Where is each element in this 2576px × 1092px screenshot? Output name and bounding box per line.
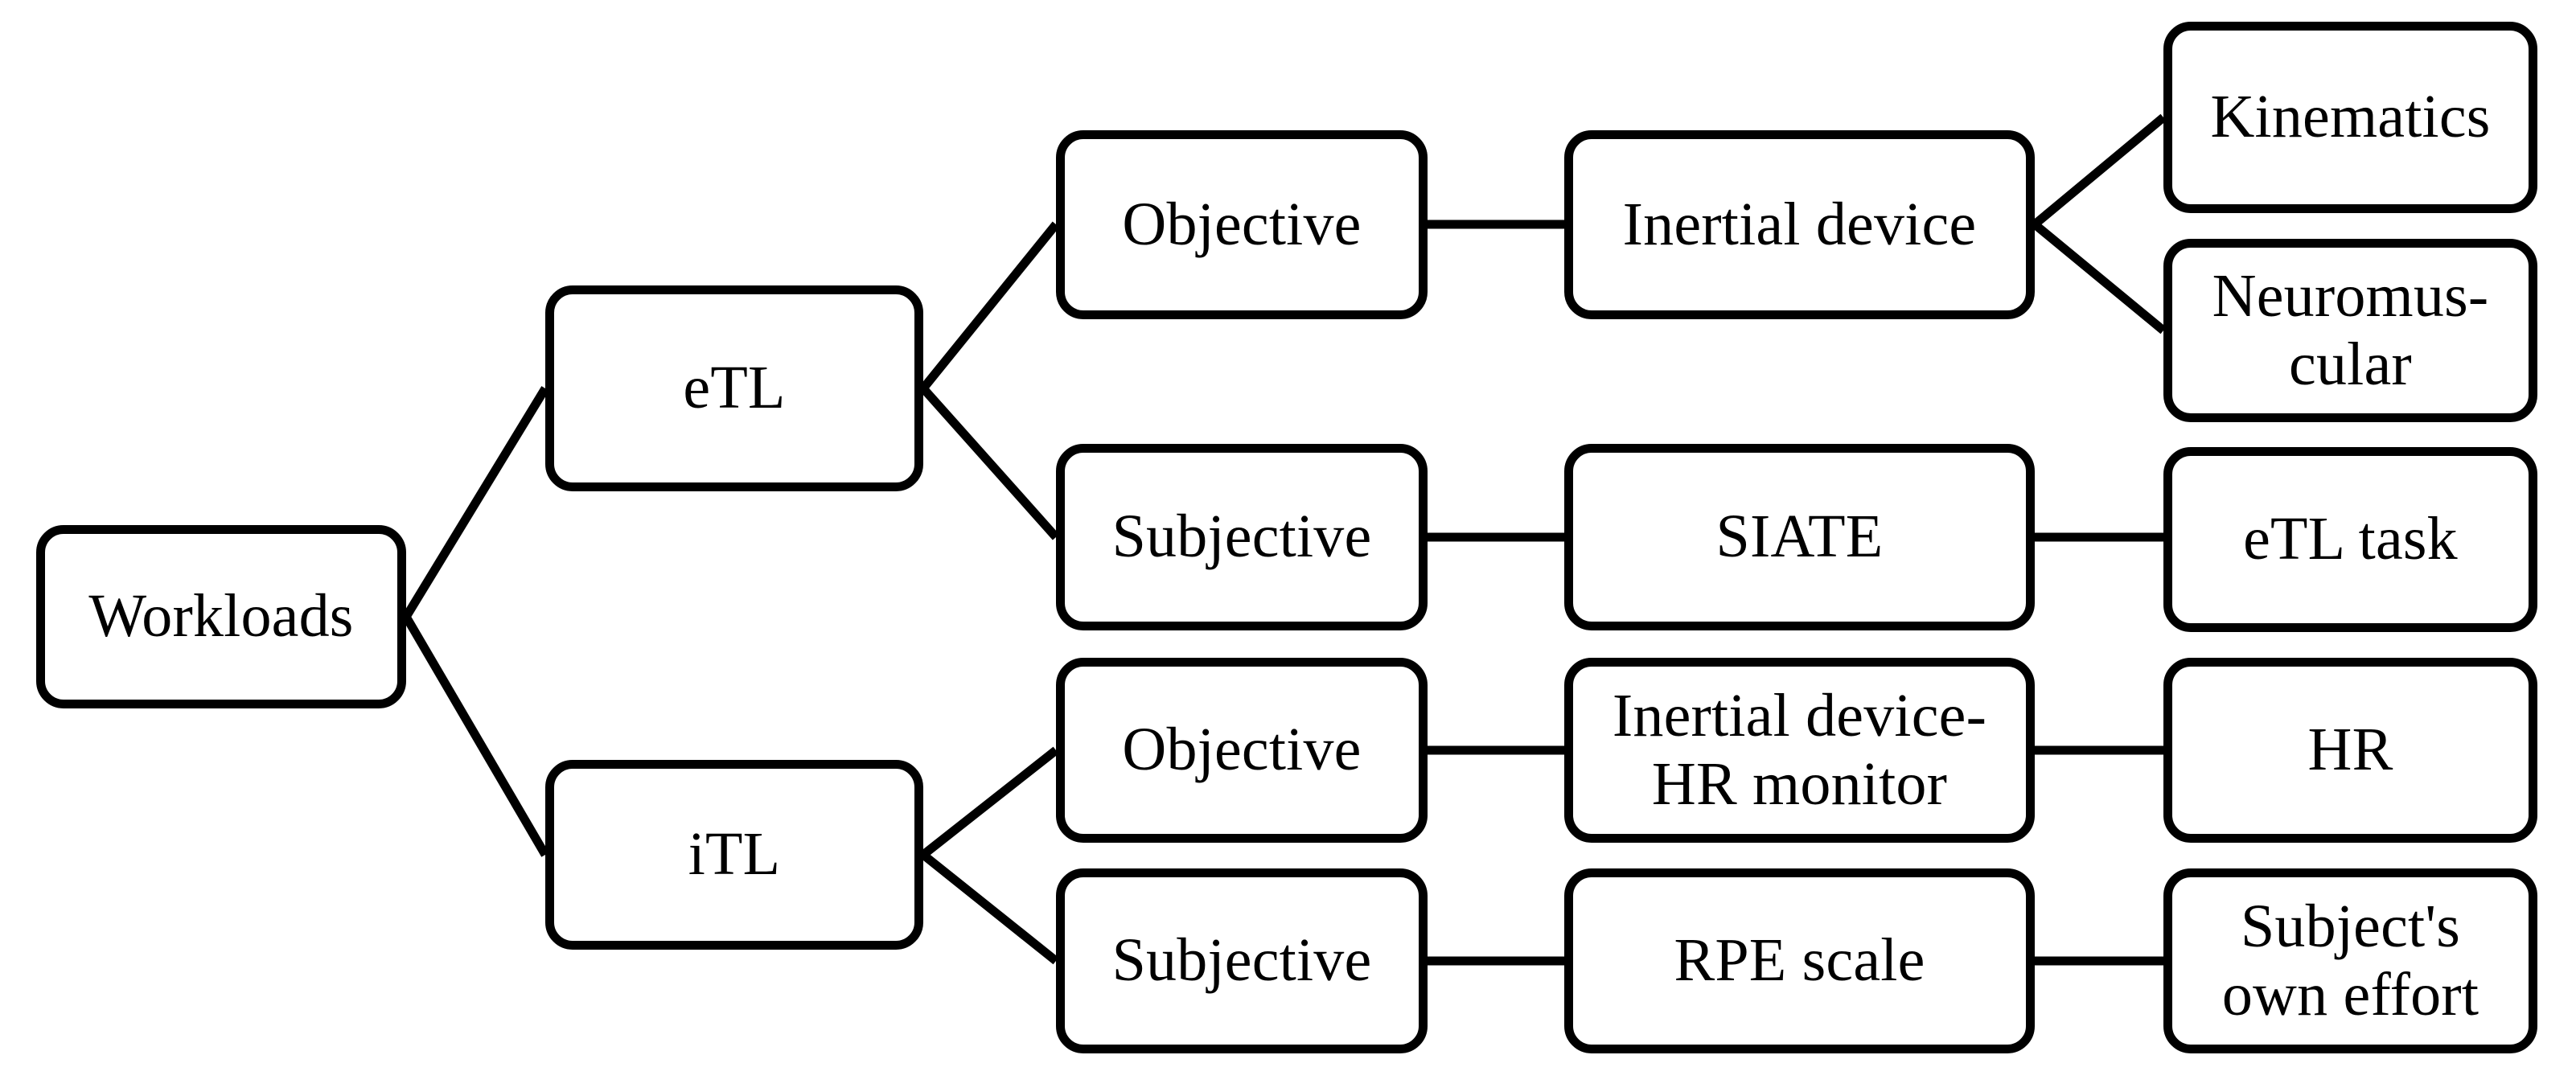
node-inertial-device-hr-monitor-label: Inertial device- HR monitor <box>1612 681 1987 818</box>
node-etl-label: eTL <box>683 354 786 422</box>
node-rpe-scale[interactable]: RPE scale <box>1564 868 2035 1053</box>
edge-etl-subjective <box>919 385 1060 540</box>
node-kinematics-label: Kinematics <box>2210 83 2491 151</box>
node-subjective-etl-label: Subjective <box>1111 503 1372 571</box>
edge-workloads-etl <box>402 386 549 619</box>
node-inertial-device-label: Inertial device <box>1622 190 1977 258</box>
node-workloads[interactable]: Workloads <box>36 525 406 708</box>
edge-workloads-itl <box>402 614 549 857</box>
edge-itl-objective <box>920 746 1059 859</box>
node-objective-etl[interactable]: Objective <box>1056 130 1428 319</box>
node-inertial-device-hr-monitor[interactable]: Inertial device- HR monitor <box>1564 658 2035 843</box>
edge-etl-objective <box>919 221 1060 392</box>
edge-inertial-neuromuscular <box>2032 220 2167 335</box>
node-objective-etl-label: Objective <box>1122 190 1362 258</box>
edge-inertial-kinematics <box>2032 113 2167 228</box>
node-neuromuscular[interactable]: Neuromus- cular <box>2163 239 2537 422</box>
node-subjects-own-effort-label: Subject's own effort <box>2221 892 2479 1028</box>
node-hr[interactable]: HR <box>2163 658 2537 843</box>
node-kinematics[interactable]: Kinematics <box>2163 22 2537 213</box>
node-etl[interactable]: eTL <box>545 285 923 491</box>
node-hr-label: HR <box>2307 716 2393 784</box>
node-itl-label: iTL <box>688 820 781 889</box>
node-siate[interactable]: SIATE <box>1564 444 2035 630</box>
node-subjects-own-effort[interactable]: Subject's own effort <box>2163 868 2537 1053</box>
node-itl[interactable]: iTL <box>545 760 923 950</box>
edge-itl-subjective <box>920 851 1059 965</box>
node-rpe-scale-label: RPE scale <box>1674 926 1925 995</box>
node-objective-itl-label: Objective <box>1122 716 1362 784</box>
node-subjective-etl[interactable]: Subjective <box>1056 444 1428 630</box>
node-workloads-label: Workloads <box>88 582 354 651</box>
node-inertial-device[interactable]: Inertial device <box>1564 130 2035 319</box>
node-subjective-itl-label: Subjective <box>1111 926 1372 995</box>
node-etl-task-label: eTL task <box>2243 505 2458 573</box>
node-siate-label: SIATE <box>1715 503 1884 571</box>
node-etl-task[interactable]: eTL task <box>2163 447 2537 632</box>
node-objective-itl[interactable]: Objective <box>1056 658 1428 843</box>
node-neuromuscular-label: Neuromus- cular <box>2212 261 2489 398</box>
node-subjective-itl[interactable]: Subjective <box>1056 868 1428 1053</box>
